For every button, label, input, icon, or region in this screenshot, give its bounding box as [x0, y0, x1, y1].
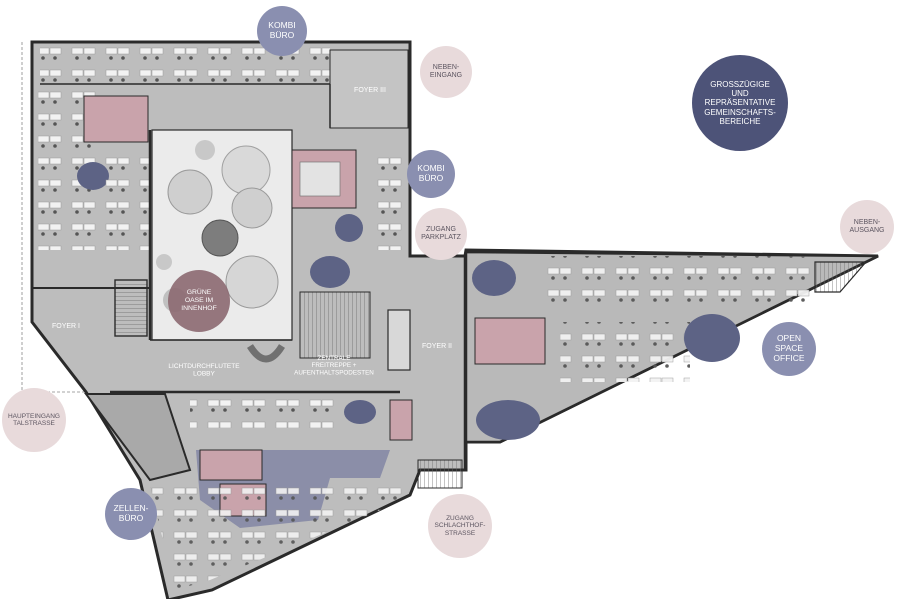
gemeinschaft-label: GROSSZÜGIGE UND REPRÄSENTATIVE GEMEINSCH… [704, 80, 776, 126]
bottom-offices-row [190, 398, 340, 428]
open-space-office-label: OPEN SPACE OFFICE [773, 333, 805, 363]
bottom-stair [417, 459, 463, 489]
zellen-buero-bubble: ZELLEN- BÜRO [105, 488, 157, 540]
diagonal-wall [84, 393, 192, 482]
center-lounge [335, 214, 363, 242]
kombi-buero-mid-label: KOMBI BÜRO [417, 163, 445, 183]
foyer-2-label: FOYER II [422, 343, 452, 350]
left-mid-offices [100, 150, 150, 250]
haupteingang-bubble: HAUPTEINGANG TALSTRASSE [2, 388, 66, 452]
lobby-line: LOBBY [193, 370, 215, 377]
open-space-office-bubble: OPEN SPACE OFFICE [762, 322, 816, 376]
kombi-buero-top-label: KOMBI BÜRO [268, 20, 296, 40]
foyer-3-label: FOYER III [354, 87, 386, 94]
open-space-desks [540, 256, 810, 308]
neben-ausgang-bubble: NEBEN- AUSGANG [840, 200, 894, 254]
bottom-lounge [344, 400, 376, 424]
central-stair [299, 291, 371, 359]
neben-ausgang-label: NEBEN- AUSGANG [849, 218, 885, 234]
right-column-offices [370, 150, 410, 250]
freitreppe-line: FREITREPPE + [312, 362, 357, 369]
haupteingang-label: HAUPTEINGANG TALSTRASSE [7, 412, 60, 427]
gruene-oase-label: GRÜNE OASE IM INNENHOF [181, 289, 217, 312]
open-space-desks-2 [560, 322, 690, 382]
gemeinschaft-bubble: GROSSZÜGIGE UND REPRÄSENTATIVE GEMEINSCH… [692, 55, 788, 151]
lobby-line: LICHTDURCHFLUTETE [168, 363, 240, 370]
neben-eingang-bubble: NEBEN- EINGANG [420, 46, 472, 98]
zugang-schlachthof-label: ZUGANG SCHLACHTHOF- STRASSE [434, 514, 486, 537]
left-pink-block [83, 95, 149, 143]
center-meeting [299, 161, 341, 197]
core-right [387, 309, 411, 371]
gruene-oase-bubble: GRÜNE OASE IM INNENHOF [168, 270, 230, 332]
left-stair-core [114, 279, 148, 337]
walls [32, 83, 467, 470]
zugang-schlachthof-bubble: ZUGANG SCHLACHTHOF- STRASSE [428, 494, 492, 558]
right-wing-meeting [476, 400, 540, 440]
open-space-meeting [684, 314, 740, 362]
foyer-three-area [329, 49, 409, 129]
cell-offices-diagonal [150, 486, 405, 590]
freitreppe-line: AUFENTHALTSPODESTEN [294, 369, 374, 376]
bottom-pink-core [199, 449, 263, 481]
kombi-buero-mid-bubble: KOMBI BÜRO [407, 150, 455, 198]
right-wing-stair [814, 261, 868, 293]
freitreppe-line: ZENTRALE [318, 355, 351, 362]
lobby-sofa [247, 344, 285, 363]
neben-eingang-label: NEBEN- EINGANG [429, 63, 463, 79]
courtyard-lounge [310, 256, 350, 288]
right-wing-core [474, 317, 546, 365]
foyer-1-label: FOYER I [52, 323, 80, 330]
bottom-right-core [389, 399, 413, 441]
zugang-parkplatz-bubble: ZUGANG PARKPLATZ [415, 208, 467, 260]
zellen-buero-label: ZELLEN- BÜRO [113, 503, 149, 523]
zugang-parkplatz-label: ZUGANG PARKPLATZ [421, 225, 461, 241]
right-wing-lounge [472, 260, 516, 296]
kombi-buero-top-bubble: KOMBI BÜRO [257, 6, 307, 56]
